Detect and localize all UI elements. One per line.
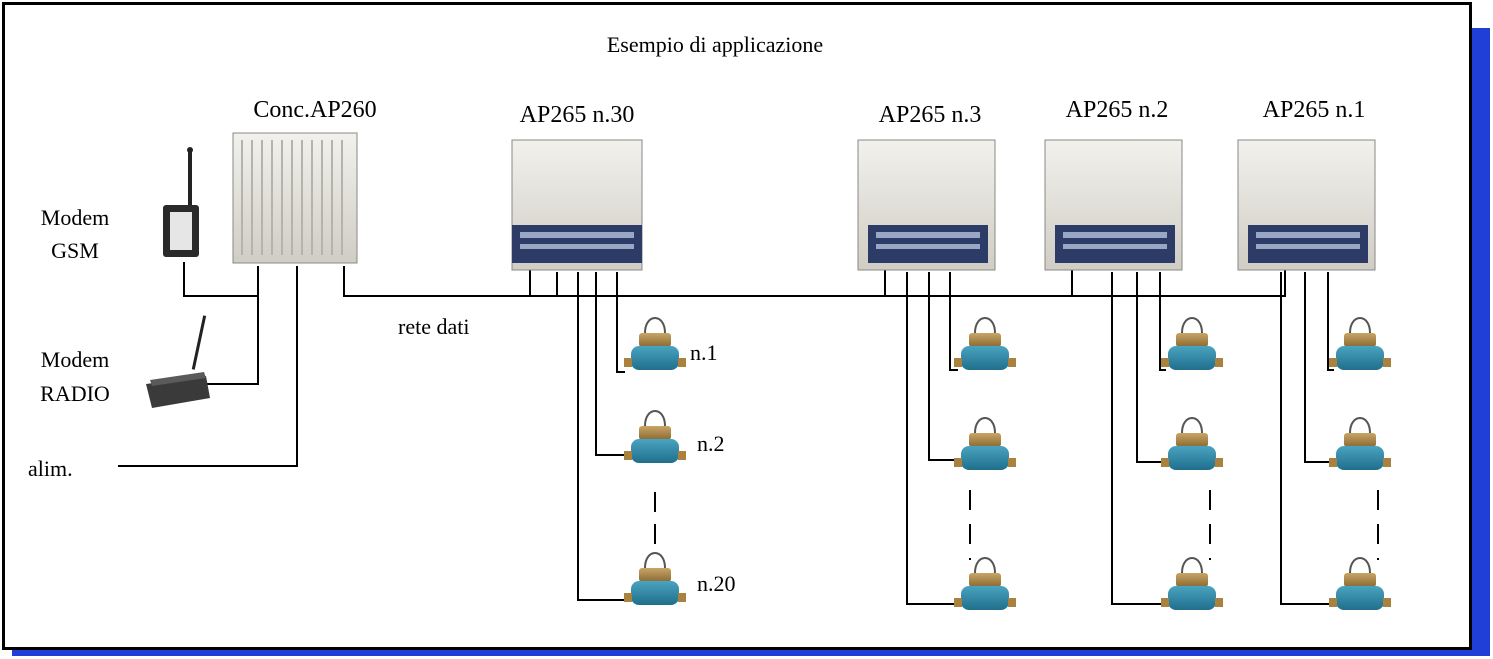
enclosure-u2 xyxy=(1044,139,1183,271)
network-label: rete dati xyxy=(398,314,469,339)
water-meter xyxy=(624,552,686,605)
water-meter xyxy=(954,557,1016,610)
modem-gsm-label-line2: GSM xyxy=(51,238,99,263)
water-meter xyxy=(954,317,1016,370)
water-meters xyxy=(624,317,1391,610)
radio-wire xyxy=(198,266,259,385)
power-wire xyxy=(118,266,298,467)
concentrator-label: Conc.AP260 xyxy=(253,97,376,123)
diagram-title: Esempio di applicazione xyxy=(607,32,823,57)
gsm-wire xyxy=(183,262,258,297)
wiring xyxy=(118,262,1379,605)
meter-label-last: n.20 xyxy=(697,571,736,596)
meter-label-second: n.2 xyxy=(697,431,725,456)
water-meter xyxy=(1161,557,1223,610)
water-meter xyxy=(1329,417,1391,470)
enclosure-u3 xyxy=(857,139,996,271)
water-meter xyxy=(954,417,1016,470)
enclosure-u1 xyxy=(1237,139,1376,271)
unit-label-1: AP265 n.1 xyxy=(1263,97,1366,123)
water-meter xyxy=(624,317,686,370)
modem-gsm-device xyxy=(163,147,199,257)
water-meter xyxy=(1161,317,1223,370)
modem-radio-device xyxy=(146,315,210,408)
power-label: alim. xyxy=(28,456,73,481)
unit-label-3: AP265 n.3 xyxy=(879,102,982,128)
water-meter xyxy=(1161,417,1223,470)
water-meter xyxy=(1329,557,1391,610)
water-meter xyxy=(1329,317,1391,370)
unit-label-2: AP265 n.2 xyxy=(1066,97,1169,123)
diagram-frame xyxy=(2,2,1472,650)
modem-gsm-label-line1: Modem xyxy=(41,205,109,230)
enclosure-u30 xyxy=(511,139,643,271)
data-bus xyxy=(343,266,1286,297)
modem-radio-label-line1: Modem xyxy=(41,347,109,372)
meter-label-first: n.1 xyxy=(690,340,718,365)
modem-radio-label-line2: RADIO xyxy=(40,381,110,406)
concentrator-device xyxy=(232,132,358,264)
water-meter xyxy=(624,410,686,463)
unit-label-30: AP265 n.30 xyxy=(520,102,635,128)
